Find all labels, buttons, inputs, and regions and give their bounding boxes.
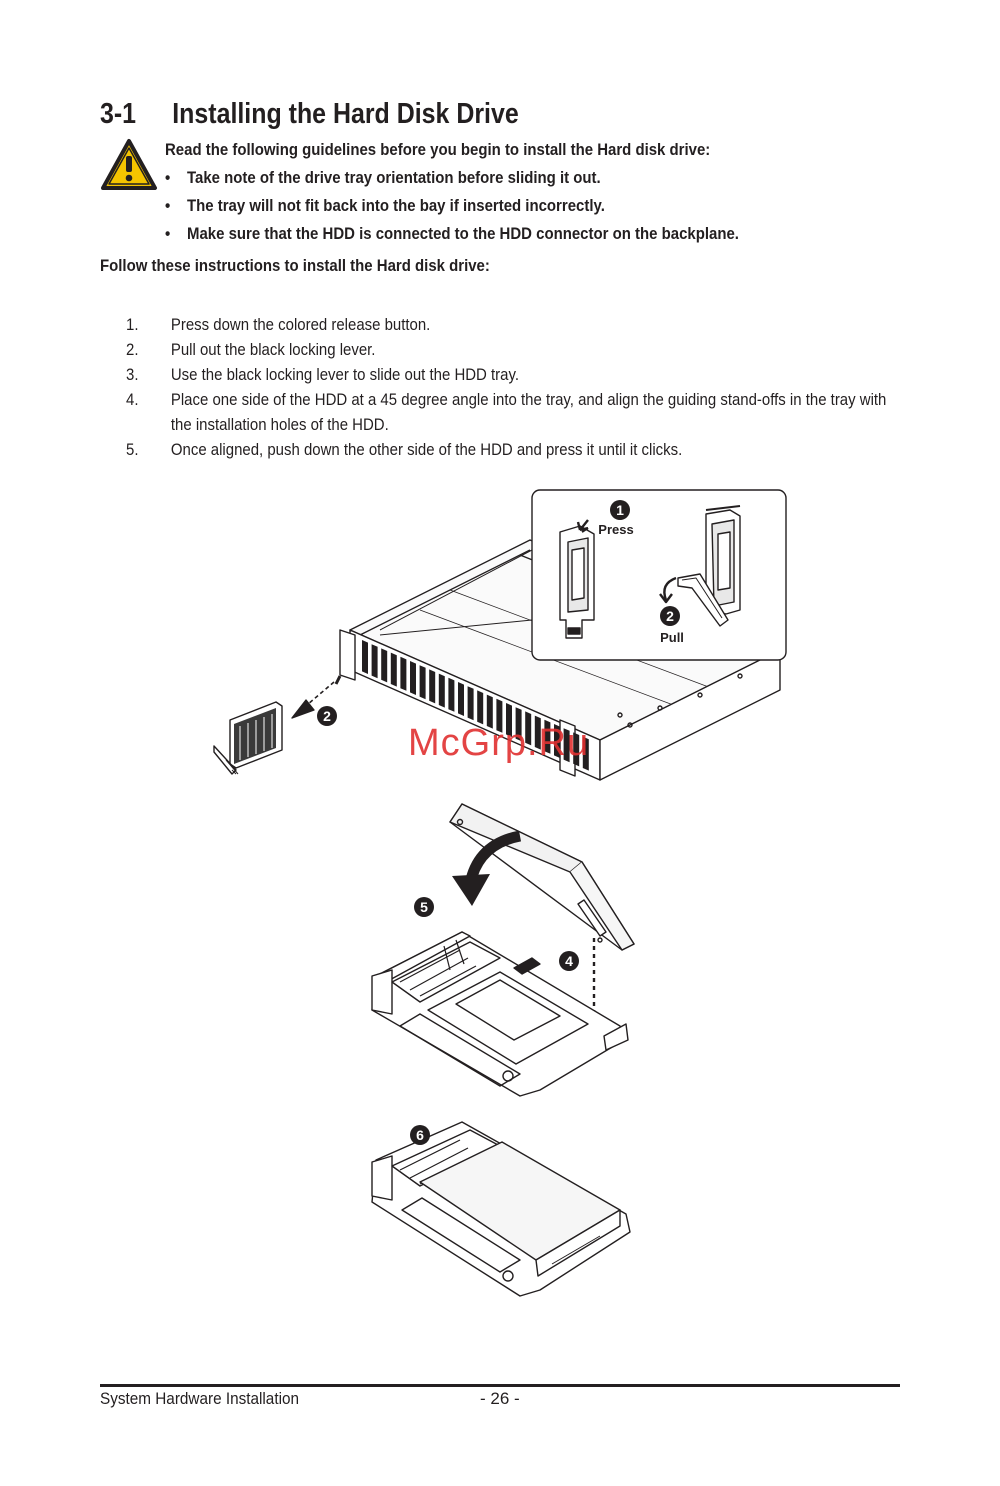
drive-bay-slot — [573, 732, 580, 767]
drive-bay-slot — [554, 724, 560, 758]
list-item: 5.Once aligned, push down the other side… — [126, 440, 683, 459]
list-item: 1.Press down the colored release button. — [126, 315, 431, 334]
list-item: 2.Pull out the black locking lever. — [126, 340, 376, 359]
drive-bay-slot — [390, 652, 397, 687]
drive-bay-slot — [410, 661, 416, 695]
section-title: Installing the Hard Disk Drive — [172, 98, 519, 130]
drive-bay-slot — [448, 677, 455, 712]
instructions-lead: Follow these instructions to install the… — [100, 256, 490, 275]
drive-bay-slot — [515, 707, 522, 742]
drive-bay-slot — [496, 698, 503, 733]
callout-4: 4 — [565, 953, 573, 969]
drive-bay-slot — [458, 682, 464, 716]
drive-bay-slot — [371, 644, 378, 679]
empty-drive-tray — [371, 931, 629, 1097]
caution-bullet: •Make sure that the HDD is connected to … — [165, 224, 739, 243]
ejected-drive-tray — [213, 701, 283, 775]
warning-triangle-icon — [101, 139, 157, 190]
drive-bay-slot — [438, 673, 445, 708]
callout-2-inset: 2 — [666, 608, 674, 624]
drive-bay-slot — [362, 640, 368, 674]
drive-bay-slot — [525, 711, 532, 746]
drive-bay-slot — [467, 686, 474, 721]
callout-6: 6 — [416, 1127, 424, 1143]
drive-bay-slot — [506, 703, 512, 737]
pull-label: Pull — [660, 630, 684, 645]
section-number: 3-1 — [100, 98, 137, 130]
installation-illustration: 1 Press 2 Pull 2 5 4 6 — [213, 489, 787, 1297]
drive-bay-slot — [534, 715, 541, 750]
drive-bay-slot — [381, 648, 388, 683]
section-heading: 3-1 Installing the Hard Disk Drive — [100, 98, 519, 131]
list-item: 4. Place one side of the HDD at a 45 deg… — [126, 390, 887, 434]
caution-notes: Read the following guidelines before you… — [165, 138, 739, 250]
footer-divider — [100, 1384, 900, 1387]
press-label: Press — [598, 522, 633, 537]
drive-bay-slot — [477, 690, 484, 725]
watermark: McGrp.Ru — [408, 722, 590, 764]
drive-bay-slot — [486, 694, 493, 729]
drive-bay-slot — [419, 665, 426, 700]
footer-section: System Hardware Installation — [100, 1389, 299, 1408]
steps-list: 1.Press down the colored release button.… — [126, 312, 892, 462]
page-number: - 26 - — [480, 1389, 520, 1408]
callout-5: 5 — [420, 899, 428, 915]
drive-bay-slot — [582, 736, 589, 771]
list-item: 3.Use the black locking lever to slide o… — [126, 365, 520, 384]
drive-bay-slot — [563, 728, 570, 763]
callout-1: 1 — [616, 502, 624, 518]
installed-drive-tray — [371, 1121, 631, 1297]
caution-bullet: •Take note of the drive tray orientation… — [165, 168, 601, 187]
drive-bay-slot — [400, 656, 407, 691]
drive-bay-slot — [544, 719, 551, 754]
drive-bay-slot — [429, 669, 436, 704]
callout-2: 2 — [323, 708, 331, 724]
caution-bullet: •The tray will not fit back into the bay… — [165, 196, 605, 215]
caution-lead: Read the following guidelines before you… — [165, 140, 711, 159]
drive-bays — [362, 640, 589, 771]
